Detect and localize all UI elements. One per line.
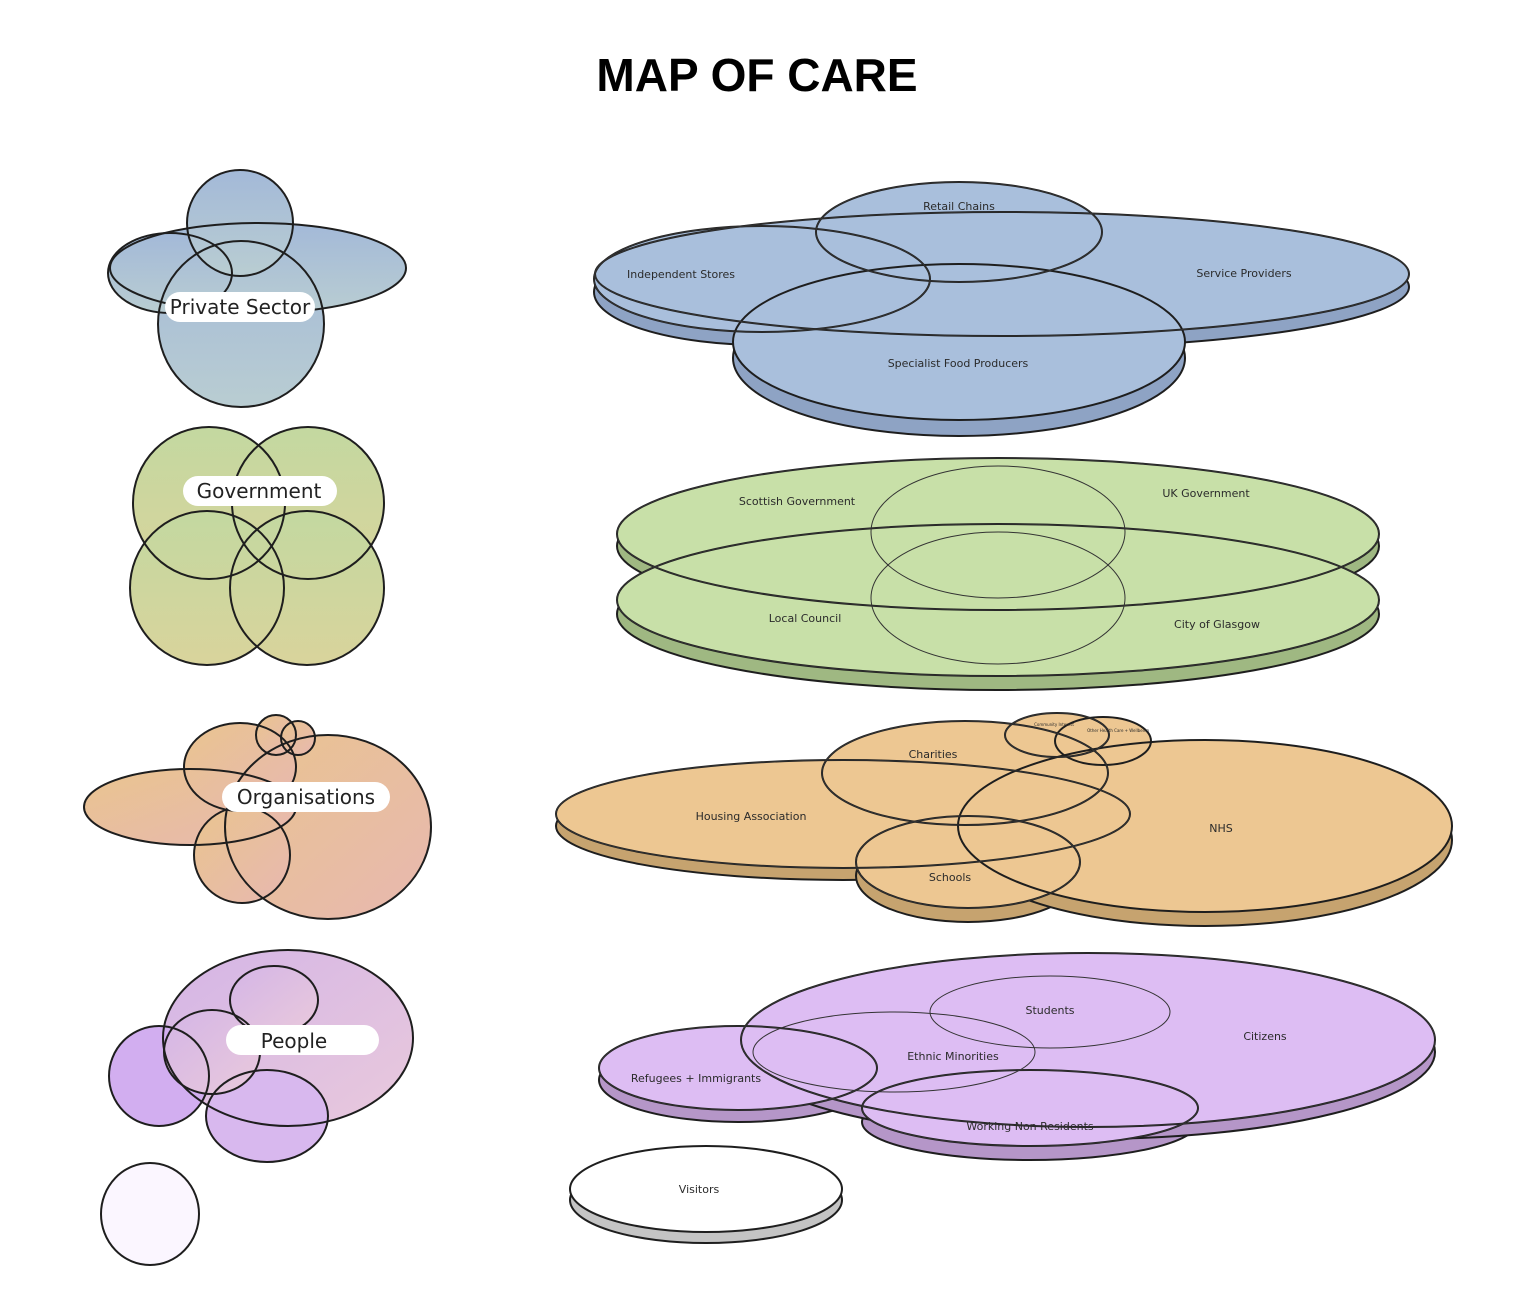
community-interest-label: Community Interest — [1034, 722, 1074, 727]
students-label: Students — [1025, 1004, 1074, 1017]
ethnic-minorities-label: Ethnic Minorities — [907, 1050, 999, 1063]
private-sector-detail-diagram: Retail Chains Independent Stores Service… — [593, 181, 1410, 437]
city-of-glasgow-label: City of Glasgow — [1174, 618, 1260, 631]
organisations-pill — [222, 782, 390, 812]
scottish-government-label: Scottish Government — [739, 495, 856, 508]
people-detail-diagram: Students Citizens Ethnic Minorities Refu… — [569, 952, 1436, 1244]
specialist-food-producers-label: Specialist Food Producers — [888, 357, 1029, 370]
housing-association-label: Housing Association — [696, 810, 807, 823]
small-shape-fill — [108, 170, 406, 407]
charities-label: Charities — [909, 748, 958, 761]
other-health-care-label: Other Health Care + Wellbeing — [1087, 728, 1149, 733]
private-sector-small-diagram: Private Sector — [107, 169, 407, 408]
working-non-residents-label: Working Non Residents — [966, 1120, 1094, 1133]
organisations-detail-diagram: Charities Community Interest Other Healt… — [555, 712, 1453, 927]
government-pill — [183, 476, 337, 506]
organisations-small-diagram: Organisations — [83, 714, 432, 920]
private-sector-label: Private Sector — [170, 295, 311, 319]
visitors-label: Visitors — [679, 1183, 720, 1196]
people-pill — [226, 1025, 379, 1055]
uk-government-label: UK Government — [1162, 487, 1250, 500]
people-label: People — [261, 1029, 327, 1053]
people-small-diagram: People — [100, 949, 414, 1266]
service-providers-label: Service Providers — [1196, 267, 1291, 280]
page-title: MAP OF CARE — [596, 49, 918, 101]
organisations-label: Organisations — [237, 785, 375, 809]
local-council-label: Local Council — [769, 612, 842, 625]
retail-chains-label: Retail Chains — [923, 200, 995, 213]
refugees-immigrants-label: Refugees + Immigrants — [631, 1072, 761, 1085]
government-small-diagram: Government — [129, 426, 385, 666]
schools-label: Schools — [929, 871, 972, 884]
citizens-label: Citizens — [1243, 1030, 1287, 1043]
government-label: Government — [197, 479, 322, 503]
independent-stores-label: Independent Stores — [627, 268, 735, 281]
private-sector-pill — [165, 292, 315, 322]
nhs-label: NHS — [1209, 822, 1233, 835]
government-detail-diagram: Scottish Government UK Government Local … — [616, 457, 1380, 691]
